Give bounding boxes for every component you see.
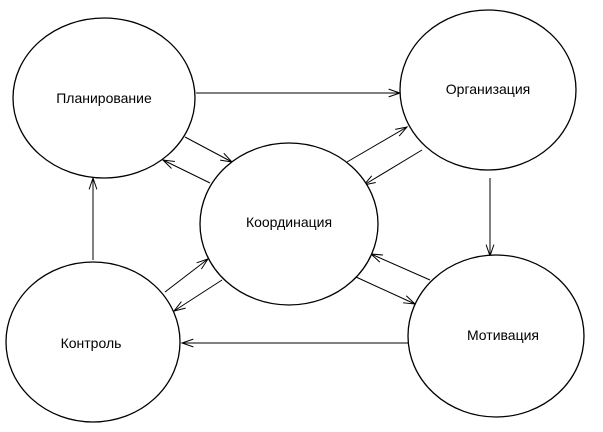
edge-coordination-to-organization (346, 126, 408, 163)
node-planning-label: Планирование (56, 90, 152, 106)
node-motivation: Мотивация (407, 254, 585, 418)
node-motivation-label: Мотивация (467, 327, 539, 343)
edges-layer (88, 88, 495, 348)
node-motivation-shape (407, 254, 585, 418)
node-organization-shape (399, 9, 577, 171)
node-planning: Планирование (12, 17, 196, 179)
arrowhead-motivation-to-control (180, 338, 194, 348)
arrowhead-coordination-to-organization (395, 126, 409, 137)
edge-control-to-coordination (164, 258, 209, 293)
node-control-shape (5, 261, 181, 423)
node-coordination-shape (199, 142, 379, 306)
edge-motivation-to-coordination (370, 253, 431, 281)
edge-coordination-to-control (173, 279, 223, 312)
arrowhead-planning-to-coordination (220, 152, 234, 163)
node-organization: Организация (399, 9, 577, 171)
edge-coordination-to-motivation (355, 276, 416, 305)
node-organization-label: Организация (446, 81, 530, 97)
node-coordination: Координация (199, 142, 379, 306)
node-coordination-label: Координация (246, 214, 332, 230)
edge-planning-to-coordination (184, 136, 233, 163)
arrowhead-coordination-to-control (172, 301, 186, 312)
node-control: Контроль (5, 261, 181, 423)
node-planning-shape (12, 17, 196, 179)
edge-coordination-to-planning (162, 159, 211, 184)
node-control-label: Контроль (61, 335, 122, 351)
edge-organization-to-coordination (363, 149, 423, 186)
arrowhead-coordination-to-planning (161, 159, 175, 169)
